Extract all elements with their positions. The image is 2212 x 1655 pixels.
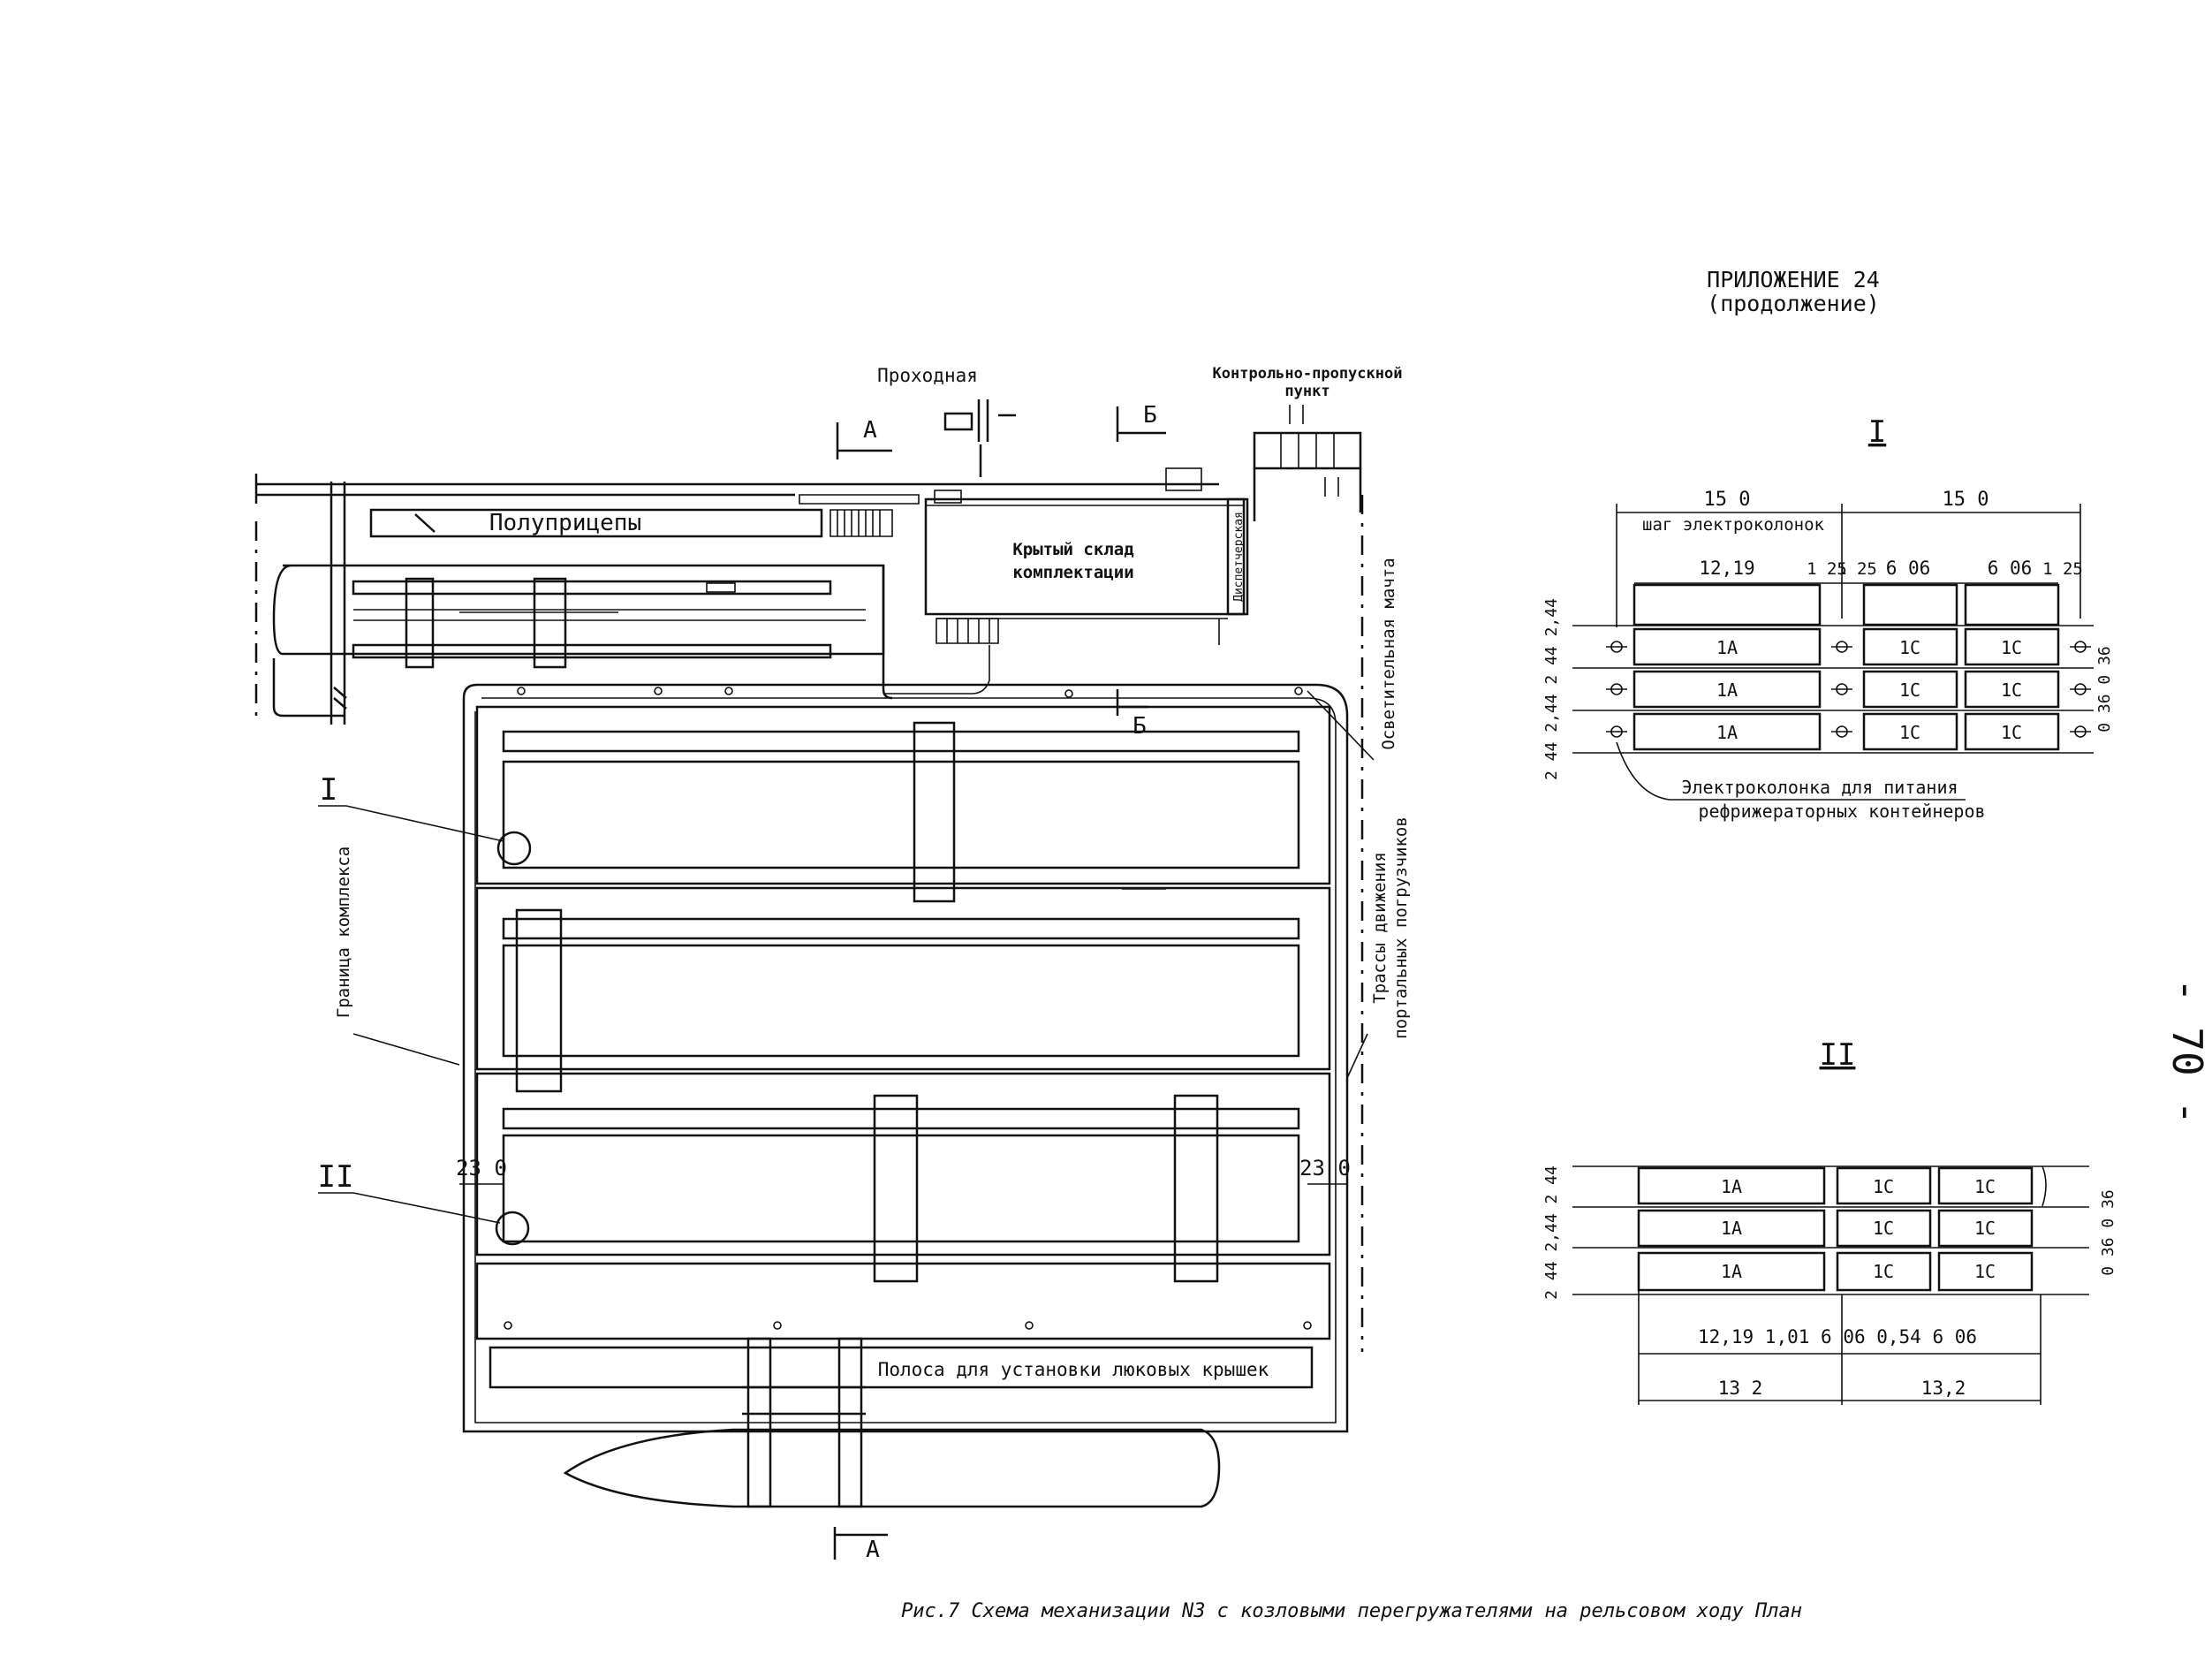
callout-1-label: I [320,772,337,808]
d2-dims-bottom: 12,19 1,01 6 06 0,54 6 06 [1698,1326,1977,1348]
d1-cell-1-2: 1С [1899,637,1920,658]
d1-row-2: 1А 1С 1С [1632,670,2060,709]
d2-cell-1-3: 1С [1974,1176,1996,1197]
dispatch-label: Диспетчерская [1232,512,1246,602]
complex-boundary-outline [462,683,1349,1433]
section-a-top-label: А [863,417,877,444]
d1-cell-1-1: 1А [1716,637,1738,658]
dim-left-230: 23 0 [456,1156,507,1181]
d1-span-right: 15 0 [1943,489,1989,511]
d2-total-left: 13 2 [1718,1378,1763,1399]
callout-circle-1 [496,831,532,866]
control-point-building [1253,405,1362,521]
detail-1-title: I [1868,414,1886,450]
d1-row-dims: 2 44 2,44 2 44 2,44 [1542,598,1561,780]
tracks-label-1: Трассы движения [1370,852,1390,1004]
d2-row-3: 1А 1С 1С [1637,1251,2034,1292]
semitrailers-strip [369,508,823,538]
d1-cell-2-3: 1С [2001,679,2022,701]
d2-cell-2-2: 1С [1873,1218,1894,1239]
rail-yard [272,564,990,717]
detail-2-title: II [1820,1037,1856,1073]
d1-note-line-2: рефрижераторных контейнеров [1698,801,1985,822]
control-point-label-2: пункт [1284,383,1329,400]
d1-cell-2-2: 1С [1899,679,1920,701]
d1-cell-3-3: 1С [2001,722,2022,743]
callout-circle-2 [495,1211,530,1246]
storage-block-3 [475,1072,1331,1283]
d2-row-dims: 2 44 2,44 2 44 [1542,1165,1561,1300]
d1-dim-606a: 6 06 [1886,558,1931,579]
appendix-continued: (продолжение) [1707,291,1880,316]
checkpoint-label: Проходная [877,365,978,386]
section-b-top-label: Б [1143,402,1157,429]
d1-span-left: 15 0 [1704,489,1751,511]
d1-gap-dims: 0 36 0 36 [2095,646,2114,733]
warehouse-label-1: Крытый склад [1012,540,1133,559]
appendix-title: ПРИЛОЖЕНИЕ 24 [1707,267,1880,292]
figure-caption: Рис.7 Схема механизации N3 с козловыми п… [901,1600,1802,1622]
control-point-label-1: Контрольно-пропускной [1213,365,1403,383]
complex-boundary-label: Граница комплекса [334,846,353,1018]
d2-row-2: 1А 1С 1С [1637,1209,2034,1248]
d2-row-1: 1А 1С 1С [1637,1166,2034,1205]
d1-dim-125c: 1 25 [2042,559,2083,579]
d2-cell-3-1: 1А [1721,1261,1742,1282]
d2-cell-1-1: 1А [1721,1176,1742,1197]
d1-row-1: 1А 1С 1С [1632,627,2060,666]
page-number: - 70 - [2163,978,2211,1125]
d2-cell-1-2: 1С [1873,1176,1894,1197]
d1-cell-1-3: 1С [2001,637,2022,658]
covered-warehouse: Крытый склад комплектации Диспетчерская [924,467,1249,645]
d2-gap-dims: 0 36 0 36 [2099,1189,2117,1276]
d2-cell-3-3: 1С [1974,1261,1996,1282]
d1-row-3: 1А 1С 1С [1632,712,2060,751]
d1-cell-3-1: 1А [1716,722,1738,743]
lighting-mast-label: Осветительная мачта [1379,558,1398,749]
section-b-bottom-label: Б [1133,713,1147,740]
tracks-label-2: портальных погрузчиков [1391,816,1411,1039]
d1-pitch-label: шаг электроколонок [1642,515,1824,535]
d2-total-right: 13,2 [1921,1378,1966,1399]
main-plan: Полуприцепы Проходная А Б Контрольно-про… [254,365,1411,1563]
d2-cell-3-2: 1С [1873,1261,1894,1282]
callout-2-label: II [318,1159,354,1195]
d1-dim-606b: 6 06 [1988,558,2033,579]
d1-power-columns [1606,641,2091,738]
dim-right-230: 23 0 [1299,1156,1351,1181]
warehouse-label-2: комплектации [1012,563,1133,582]
d2-cell-2-3: 1С [1974,1218,1996,1239]
semitrailers-label: Полуприцепы [489,510,641,536]
d1-dim-125a: 1 25 [1807,559,1847,579]
d1-cell-3-2: 1С [1899,722,1920,743]
vessel-outline [563,1428,1221,1508]
storage-block-2 [475,886,1331,1093]
header: ПРИЛОЖЕНИЕ 24 (продолжение) [1707,267,1880,316]
d1-dim-125b: 1 25 [1837,559,1877,579]
d2-cell-2-1: 1А [1721,1218,1742,1239]
section-a-bottom-label: А [866,1537,880,1563]
hatch-strip-label: Полоса для установки люковых крышек [878,1359,1269,1380]
storage-block-1 [475,687,1331,903]
d1-cell-2-1: 1А [1716,679,1738,701]
d1-dim-1219: 12,19 [1699,558,1754,579]
quay-apron: Полоса для установки люковых крышек [475,1262,1331,1508]
hatch-cover-strip [489,1346,1314,1389]
detail-2: II 1А 1С 1С 1А 1С 1С 1А 1С 1С 2 44 [1542,1037,2117,1405]
d1-note-line-1: Электроколонка для питания [1681,777,1958,798]
detail-1: I 15 0 15 0 шаг электроколонок 12,19 1 2… [1542,414,2114,822]
semitrailer-stalls [799,494,920,537]
